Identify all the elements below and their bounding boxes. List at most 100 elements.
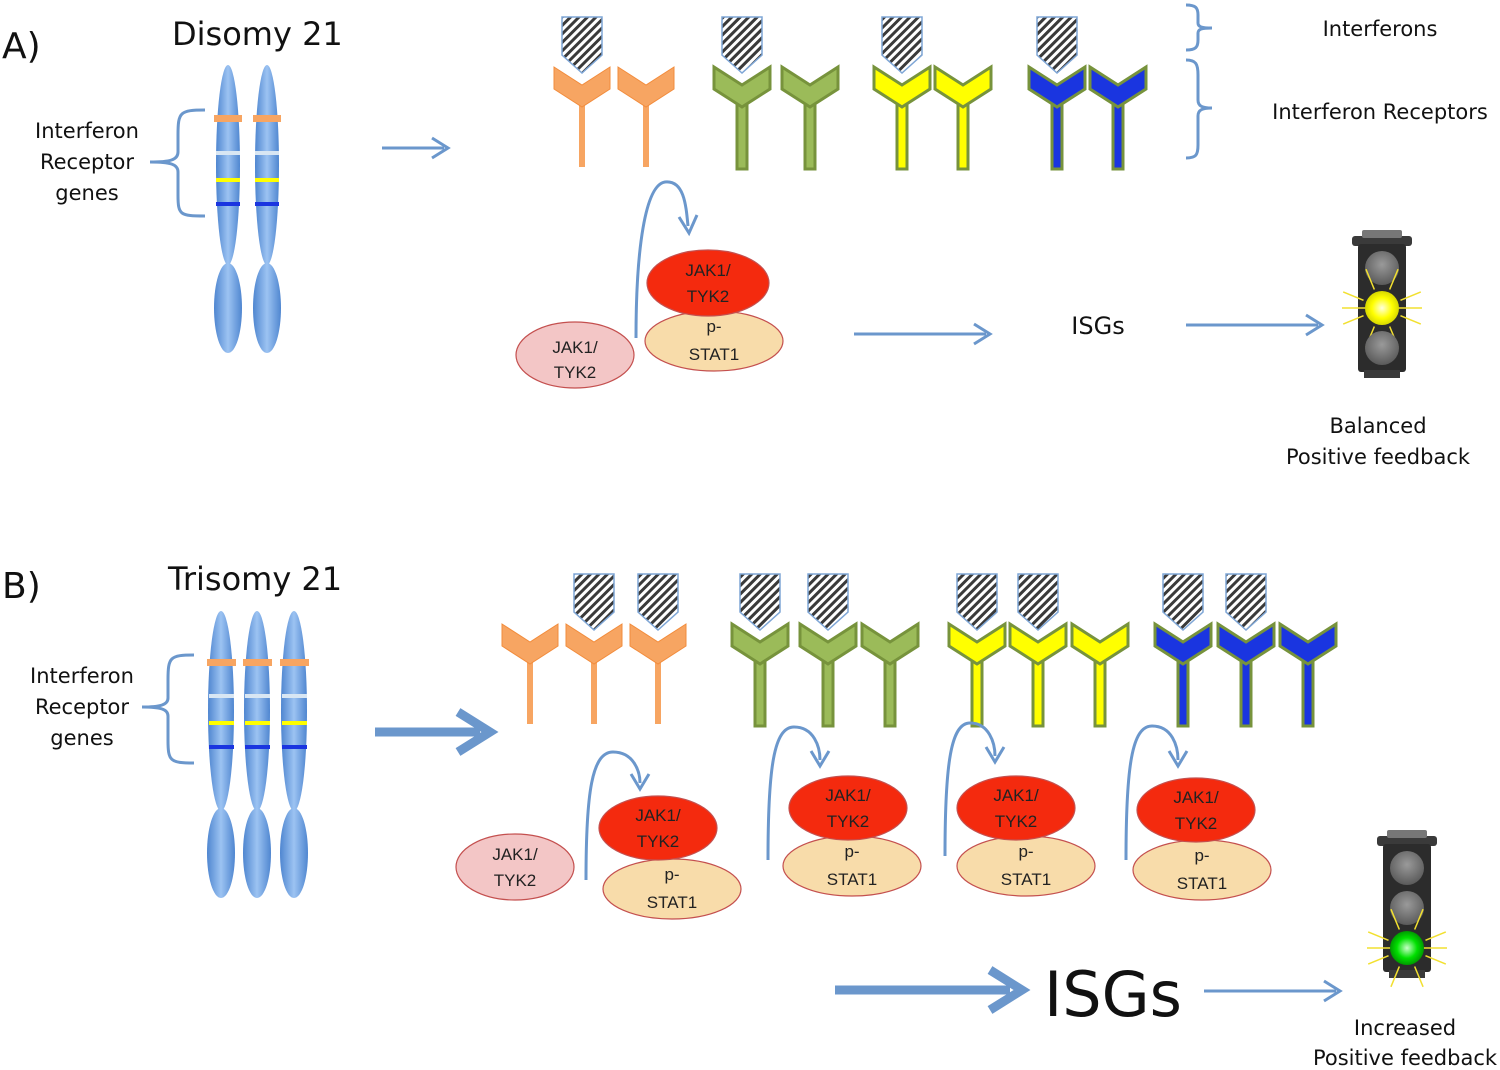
panel-b-chromosome-3 — [280, 611, 309, 898]
panel-b: B) Trisomy 21 Interferon Receptor genes — [2, 560, 1498, 1070]
panel-a-expression-arrow — [382, 136, 451, 160]
svg-text:p-: p- — [706, 317, 721, 336]
interferon-ligand-icon — [1162, 573, 1204, 632]
panel-b-gene-bracket — [141, 653, 195, 765]
receptor-icon — [712, 16, 772, 171]
panel-a-gene-bracket — [149, 108, 206, 218]
interferon-ligand-icon — [561, 16, 603, 75]
interferon-ligand-icon — [1017, 573, 1059, 632]
panel-a-chromosome-2 — [253, 65, 281, 353]
feedback-loop-arrow — [584, 750, 651, 881]
panel-a-legend: Interferons Interferon Receptors — [1185, 3, 1488, 160]
panel-b-receptors — [501, 573, 1338, 728]
panel-a-gene-label-3: genes — [55, 181, 118, 205]
receptor-icon — [501, 623, 559, 724]
panel-a-jak-active: JAK1/ TYK2 — [646, 249, 770, 317]
svg-text:TYK2: TYK2 — [554, 363, 597, 382]
interferon-ligand-icon — [1225, 573, 1267, 632]
panel-a-gene-label-2: Receptor — [40, 150, 134, 174]
receptor-icon — [933, 64, 993, 171]
receptor-icon — [629, 573, 687, 724]
panel-b-gene-label-2: Receptor — [35, 695, 129, 719]
jak-label: JAK1/ — [993, 786, 1039, 805]
receptor-icon — [1088, 64, 1148, 171]
feedback-loop-arrow — [943, 721, 1006, 857]
stat1-label: STAT1 — [1177, 874, 1227, 893]
panel-a-letter: A) — [2, 26, 41, 67]
panel-a-chromosome-1 — [214, 65, 242, 353]
panel-b-gene-label-1: Interferon — [30, 664, 134, 688]
panel-a-jak-faded: JAK1/ TYK2 — [515, 321, 635, 389]
panel-b-caption-1: Increased — [1354, 1016, 1456, 1040]
receptor-icon — [730, 573, 790, 728]
receptor-icon — [947, 573, 1007, 728]
panel-a-caption-1: Balanced — [1329, 414, 1426, 438]
jak-label: TYK2 — [637, 832, 680, 851]
jak-label: JAK1/ — [825, 786, 871, 805]
jak-label: TYK2 — [995, 812, 1038, 831]
svg-text:TYK2: TYK2 — [494, 871, 537, 890]
panel-a-title: Disomy 21 — [172, 15, 343, 53]
jak-stat-complex: p- STAT1 JAK1/TYK2 — [598, 795, 742, 920]
panel-b-chromosome-1 — [207, 611, 236, 898]
receptor-icon — [1153, 573, 1213, 728]
panel-b-letter: B) — [2, 566, 41, 607]
panel-b-light-arrow — [1204, 979, 1343, 1003]
feedback-loop-arrow — [766, 725, 831, 861]
panel-b-caption-2: Positive feedback — [1313, 1046, 1498, 1070]
stat1-label: STAT1 — [647, 893, 697, 912]
stat1-label: STAT1 — [1001, 870, 1051, 889]
svg-text:JAK1/: JAK1/ — [492, 845, 538, 864]
interferon-ligand-icon — [739, 573, 781, 632]
stat1-label: p- — [664, 865, 679, 884]
jak-label: JAK1/ — [635, 806, 681, 825]
legend-interferons-bracket — [1185, 3, 1213, 52]
panel-a-receptors — [553, 16, 1148, 171]
receptor-icon — [1070, 621, 1130, 728]
receptor-icon — [798, 573, 858, 728]
panel-a-feedback-loop — [634, 180, 699, 339]
feedback-loop-arrow — [1124, 724, 1189, 861]
traffic-light-icon — [1342, 230, 1422, 378]
jak-label: TYK2 — [1175, 814, 1218, 833]
panel-b-gene-label-3: genes — [50, 726, 113, 750]
panel-a-stat1: p- STAT1 — [644, 310, 784, 372]
receptor-icon — [553, 16, 611, 167]
jak-label: JAK1/ — [1173, 788, 1219, 807]
receptor-icon — [565, 573, 623, 724]
receptor-icon — [872, 16, 932, 171]
stat1-label: STAT1 — [827, 870, 877, 889]
receptor-icon — [860, 621, 920, 728]
panel-b-isgs: ISGs — [1044, 958, 1182, 1031]
svg-text:JAK1/: JAK1/ — [685, 261, 731, 280]
legend-receptors-bracket — [1185, 58, 1213, 160]
interferon-ligand-icon — [881, 16, 923, 75]
svg-text:JAK1/: JAK1/ — [552, 338, 598, 357]
svg-text:STAT1: STAT1 — [689, 345, 739, 364]
receptor-icon — [1216, 573, 1276, 728]
panel-b-jak-faded: JAK1/ TYK2 — [455, 833, 575, 901]
receptor-icon — [1278, 621, 1338, 728]
panel-a-caption-2: Positive feedback — [1286, 445, 1471, 469]
panel-a-gene-label-1: Interferon — [35, 119, 139, 143]
panel-a-isg-arrow — [854, 322, 993, 346]
receptor-icon — [617, 66, 675, 167]
interferon-ligand-icon — [721, 16, 763, 75]
panel-b-chromosome-2 — [243, 611, 272, 898]
panel-a-isgs: ISGs — [1071, 312, 1124, 340]
panel-b-expression-arrow — [375, 708, 499, 756]
legend-interferons: Interferons — [1323, 17, 1438, 41]
interferon-ligand-icon — [573, 573, 615, 632]
jak-label: TYK2 — [827, 812, 870, 831]
panel-b-isg-arrow — [835, 966, 1031, 1014]
receptor-icon — [780, 64, 840, 171]
interferon-ligand-icon — [956, 573, 998, 632]
interferon-ligand-icon — [637, 573, 679, 632]
receptor-icon — [1008, 573, 1068, 728]
panel-a-light-arrow — [1186, 313, 1325, 337]
receptor-icon — [1027, 16, 1087, 171]
